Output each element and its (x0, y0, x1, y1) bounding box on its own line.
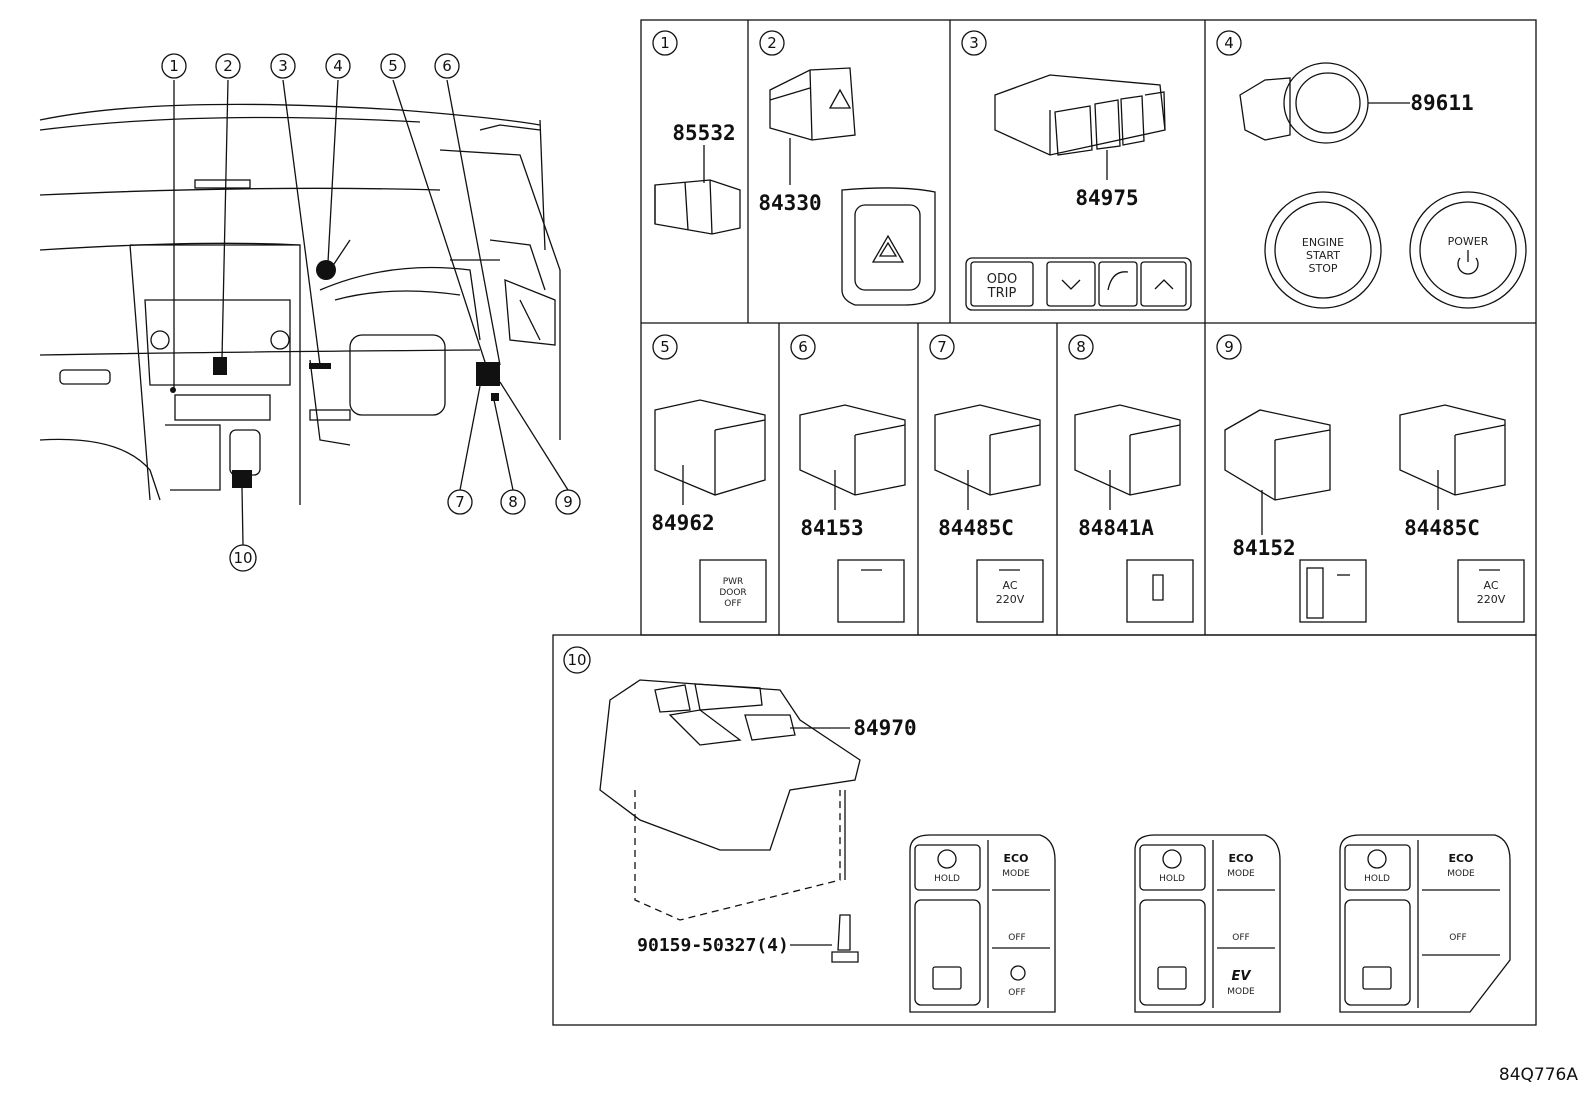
callout-5 (380, 53, 406, 79)
callout-3 (270, 53, 296, 79)
ac-label-7: AC (1002, 579, 1017, 592)
callout-1 (161, 53, 187, 79)
part-number-84330: 84330 (758, 191, 821, 215)
callout-7 (447, 489, 473, 515)
off-label-3: OFF (1449, 933, 1466, 943)
callout-6 (434, 53, 460, 79)
hold-label-2: HOLD (1159, 874, 1185, 884)
part-85532-drawing (654, 145, 741, 235)
callout-label-3: 3 (278, 57, 288, 75)
start-label: START (1306, 249, 1340, 262)
eco-label-3: ECO (1449, 852, 1474, 865)
panel-number-10: 10 (567, 651, 586, 669)
panel-number-4: 4 (1224, 34, 1234, 52)
220v-label-7: 220V (996, 593, 1025, 606)
callout-10 (229, 544, 257, 572)
door-label: DOOR (719, 588, 746, 598)
off-label-1a: OFF (1008, 933, 1025, 943)
callout-label-9: 9 (563, 493, 573, 511)
ac-label-9: AC (1483, 579, 1498, 592)
part-89611-drawing (1239, 62, 1527, 309)
power-label: POWER (1448, 235, 1489, 248)
off-label: OFF (724, 599, 741, 609)
callout-label-2: 2 (223, 57, 233, 75)
engine-label: ENGINE (1302, 236, 1344, 249)
part-number-84152: 84152 (1232, 536, 1295, 560)
callout-label-4: 4 (333, 57, 343, 75)
callout-label-1: 1 (169, 57, 179, 75)
220v-label-9: 220V (1477, 593, 1506, 606)
trip-label: TRIP (987, 286, 1017, 301)
part-number-84970: 84970 (853, 716, 916, 740)
part-number-84153: 84153 (800, 516, 863, 540)
part-number-90159-50327: 90159-50327(4) (637, 935, 789, 956)
part-84975-drawing (965, 74, 1192, 311)
part-number-85532: 85532 (672, 121, 735, 145)
diagram-reference-code: 84Q776A (1498, 1065, 1578, 1085)
callout-9 (555, 489, 581, 515)
part-number-84485c-7: 84485C (938, 516, 1014, 540)
row2-switch-drawings (654, 399, 1525, 623)
dashboard-overview (39, 79, 569, 546)
panel-number-9: 9 (1224, 338, 1234, 356)
part-number-84841a: 84841A (1078, 516, 1154, 540)
hold-label-3: HOLD (1364, 874, 1390, 884)
callout-2 (215, 53, 241, 79)
eco-label-1: ECO (1004, 852, 1029, 865)
part-number-89611: 89611 (1410, 91, 1473, 115)
mode-label-2: MODE (1227, 869, 1255, 879)
mode-label-1: MODE (1002, 869, 1030, 879)
overview-callouts (161, 53, 581, 572)
mode-label-3: MODE (1447, 869, 1475, 879)
hold-label-1: HOLD (934, 874, 960, 884)
panel-number-7: 7 (937, 338, 947, 356)
eco-label-2: ECO (1229, 852, 1254, 865)
panel-number-2: 2 (767, 34, 777, 52)
part-84330-drawing (769, 67, 936, 306)
part-number-84975: 84975 (1075, 186, 1138, 210)
parts-grid (552, 19, 1537, 1026)
part-number-84962: 84962 (651, 511, 714, 535)
panel-number-5: 5 (660, 338, 670, 356)
callout-label-7: 7 (455, 493, 465, 511)
callout-label-6: 6 (442, 57, 452, 75)
callout-label-10: 10 (233, 549, 252, 567)
panel-number-8: 8 (1076, 338, 1086, 356)
part-84970-drawing (599, 679, 1511, 1013)
off-label-2: OFF (1232, 933, 1249, 943)
ev-label: EV (1232, 969, 1252, 984)
panel-number-3: 3 (969, 34, 979, 52)
callout-label-8: 8 (508, 493, 518, 511)
panel-number-6: 6 (798, 338, 808, 356)
panel-number-1: 1 (660, 34, 670, 52)
odo-label: ODO (987, 272, 1017, 287)
pwr-label: PWR (723, 577, 744, 587)
off-label-1b: OFF (1008, 988, 1025, 998)
callout-4 (325, 53, 351, 79)
callout-8 (500, 489, 526, 515)
part-number-84485c-9: 84485C (1404, 516, 1480, 540)
callout-label-5: 5 (388, 57, 398, 75)
stop-label: STOP (1309, 262, 1338, 275)
mode-label-ev: MODE (1227, 987, 1255, 997)
